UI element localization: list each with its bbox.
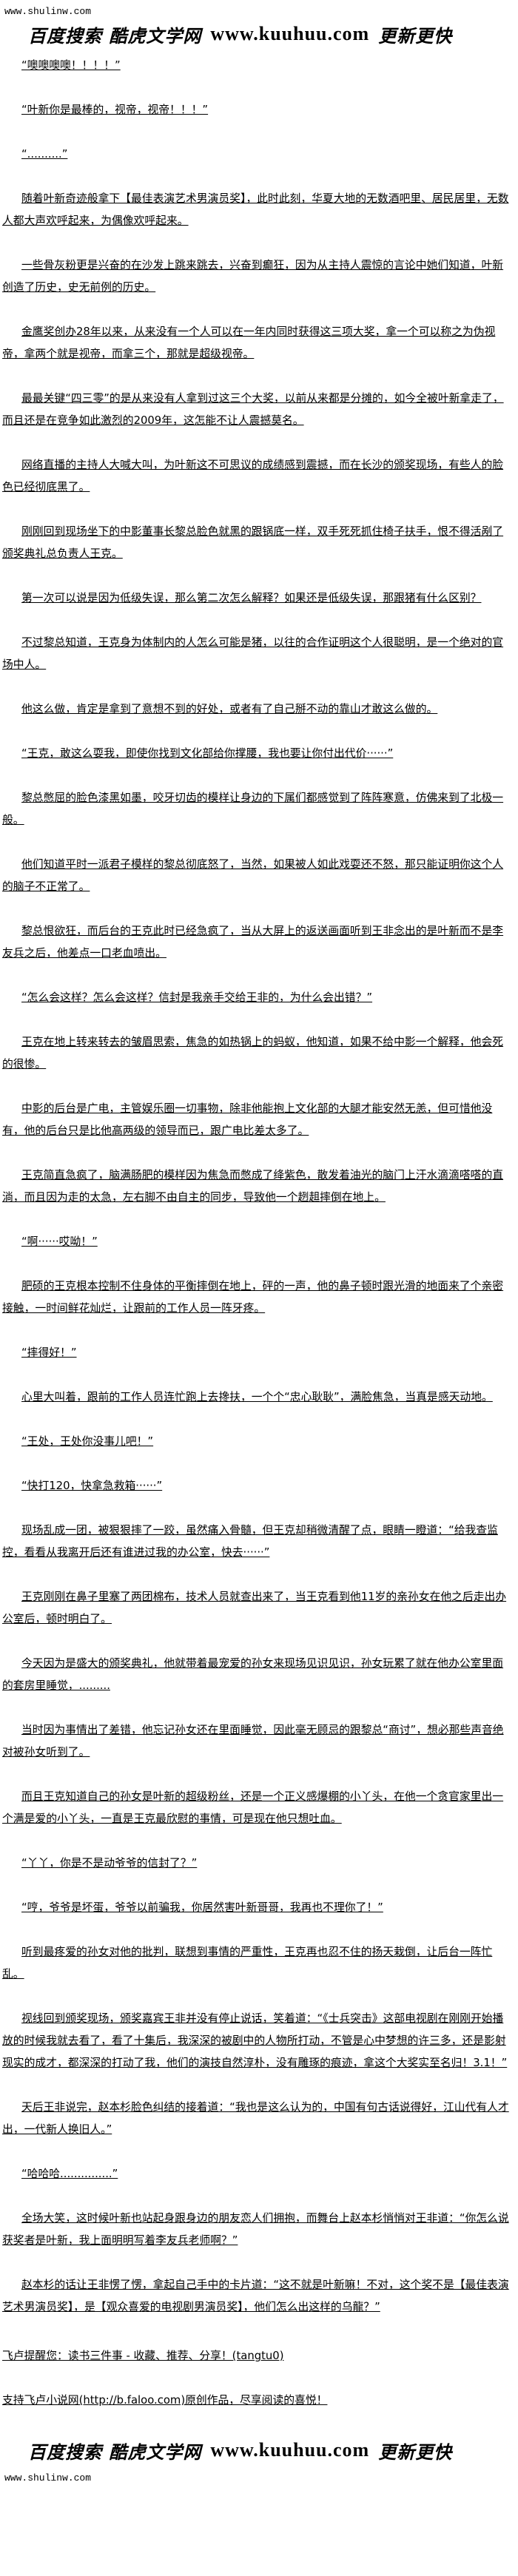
paragraph: “啊······哎呦！” <box>21 1235 98 1248</box>
paragraph: “叶新你是最棒的，视帝，视帝！！！” <box>21 104 209 116</box>
chapter-body: “噢噢噢噢！！！！” “叶新你是最棒的，视帝，视帝！！！” “..........”… <box>0 50 513 2319</box>
paragraph: “..........” <box>21 148 68 161</box>
support-text: 支持飞卢小说网(http://b.faloo.com)原创作品，尽享阅读的喜悦！ <box>2 2394 328 2407</box>
paragraph: 而且王克知道自己的孙女是叶新的超级粉丝，还是一个正义感爆棚的小丫头，在他一个贪官… <box>2 1790 504 1825</box>
paragraph: 网络直播的主持人大喊大叫，为叶新这不可思议的成绩感到震撼，而在长沙的颁奖现场，有… <box>2 459 504 493</box>
logo-slogan: 更新更快 <box>378 2441 453 2463</box>
paragraph: 听到最疼爱的孙女对他的批判，联想到事情的严重性，王克再也忍不住的扬天栽倒，让后台… <box>2 1946 493 1980</box>
paragraph: “摔得好！” <box>21 1346 77 1359</box>
logo-url: www.kuuhuu.com <box>210 23 370 44</box>
paragraph: “哼，爷爷是坏蛋，爷爷以前骗我，你居然害叶新哥哥，我再也不理你了！” <box>21 1901 383 1914</box>
paragraph: 他们知道平时一派君子模样的黎总彻底怒了，当然，如果被人如此戏耍还不怒，那只能证明… <box>2 858 504 893</box>
logo-url: www.kuuhuu.com <box>210 2439 370 2461</box>
paragraph: 今天因为是盛大的颁奖典礼，他就带着最宠爱的孙女来现场见识见识，孙女玩累了就在他办… <box>2 1657 504 1692</box>
footer-notes: 飞卢提醒您：读书三件事 - 收藏、推荐、分享！(tangtu0) 支持飞卢小说网… <box>0 2341 513 2412</box>
paragraph: 中影的后台是广电，主管娱乐圈一切事物，除非他能抱上文化部的大腿才能安然无恙，但可… <box>2 1102 493 1137</box>
paragraph: 刚刚回到现场坐下的中影董事长黎总脸色就黑的跟锅底一样，双手死死抓住椅子扶手，恨不… <box>2 525 504 560</box>
reminder-text: 飞卢提醒您：读书三件事 - 收藏、推荐、分享！(tangtu0) <box>2 2350 284 2362</box>
paragraph: 天后王非说完，赵本杉脸色纠结的接着道：“我也是这么认为的，中国有句古话说得好，江… <box>2 2101 509 2136</box>
paragraph: 黎总恨欲狂，而后台的王克此时已经急疯了，当从大屏上的返送画面听到王非念出的是叶新… <box>2 925 504 960</box>
paragraph: 肥硕的王克根本控制不住身体的平衡摔倒在地上，砰的一声，他的鼻子顿时跟光滑的地面来… <box>2 1280 504 1315</box>
paragraph: 赵本杉的话让王非愣了愣，拿起自己手中的卡片道：“这不就是叶新嘛！不对，这个奖不是… <box>2 2279 509 2313</box>
paragraph: 全场大笑，这时候叶新也站起身跟身边的朋友恋人们拥抱，而舞台上赵本杉悄悄对王非道：… <box>2 2212 509 2247</box>
paragraph: “快打120，快拿急救箱······” <box>21 1480 163 1492</box>
paragraph: “哈哈哈...............” <box>21 2168 118 2180</box>
paragraph: “丫丫，你是不是动爷爷的信封了？” <box>21 1857 198 1869</box>
paragraph: 视线回到颁奖现场，颁奖嘉宾王非并没有停止说话，笑着道：“《士兵突击》这部电视剧在… <box>2 2012 508 2069</box>
paragraph: 现场乱成一团，被狠狠摔了一跤，虽然痛入骨髓，但王克却稍微清醒了点，眼睛一瞪道：“… <box>2 1524 498 1559</box>
site-logo-banner-bottom: 百度搜索 酷虎文学网 www.kuuhuu.com 更新更快 <box>0 2434 518 2467</box>
paragraph: “噢噢噢噢！！！！” <box>21 59 121 72</box>
paragraph: 当时因为事情出了差错，他忘记孙女还在里面睡觉，因此毫无顾忌的跟黎总“商讨”，想必… <box>2 1724 504 1759</box>
paragraph: “王处，王处你没事儿吧！” <box>21 1435 154 1448</box>
logo-text-cn: 百度搜索 酷虎文学网 <box>28 2441 202 2463</box>
paragraph: 王克简直急疯了，脑满肠肥的模样因为焦急而憋成了绛紫色，散发着油光的脑门上汗水滴滴… <box>2 1169 504 1204</box>
site-logo-banner-top: 百度搜索 酷虎文学网 www.kuuhuu.com 更新更快 <box>0 18 518 50</box>
paragraph: 第一次可以说是因为低级失误，那么第二次怎么解释？如果还是低级失误，那跟猪有什么区… <box>21 592 482 604</box>
paragraph: 黎总憋屈的脸色漆黑如墨，咬牙切齿的模样让身边的下属们都感觉到了阵阵寒意，仿佛来到… <box>2 792 504 826</box>
paragraph: 一些骨灰粉更是兴奋的在沙发上跳来跳去，兴奋到癫狂，因为从主持人震惊的言论中她们知… <box>2 259 504 294</box>
site-url-top: www.shulinw.com <box>4 6 92 17</box>
paragraph: “怎么会这样？怎么会这样？信封是我亲手交给王非的，为什么会出错？” <box>21 991 373 1004</box>
paragraph: 不过黎总知道，王克身为体制内的人怎么可能是猪，以往的合作证明这个人很聪明，是一个… <box>2 636 504 671</box>
paragraph: 他这么做，肯定是拿到了意想不到的好处，或者有了自己掰不动的靠山才敢这么做的。 <box>21 703 438 715</box>
paragraph: “王克，敢这么耍我，即使你找到文化部给你撑腰，我也要让你付出代价······” <box>21 747 394 760</box>
paragraph: 王克在地上转来转去的皱眉思索，焦急的如热锅上的蚂蚁，他知道，如果不给中影一个解释… <box>2 1036 504 1070</box>
site-url-bottom: www.shulinw.com <box>4 2472 92 2484</box>
paragraph: 金鹰奖创办28年以来，从来没有一个人可以在一年内同时获得这三项大奖，拿一个可以称… <box>2 326 496 360</box>
logo-text-cn: 百度搜索 酷虎文学网 <box>28 24 202 47</box>
paragraph: 心里大叫着，跟前的工作人员连忙跑上去搀扶，一个个“忠心耿耿”，满脸焦急，当真是感… <box>21 1391 493 1403</box>
logo-slogan: 更新更快 <box>378 24 453 47</box>
paragraph: 随着叶新奇迹般拿下【最佳表演艺术男演员奖】，此时此刻，华夏大地的无数酒吧里、居民… <box>2 192 509 227</box>
paragraph: 最最关键“四三零”的是从来没有人拿到过这三个大奖，以前从来都是分摊的，如今全被叶… <box>2 392 504 427</box>
paragraph: 王克刚刚在鼻子里塞了两团棉布，技术人员就查出来了，当王克看到他11岁的亲孙女在他… <box>2 1591 507 1625</box>
